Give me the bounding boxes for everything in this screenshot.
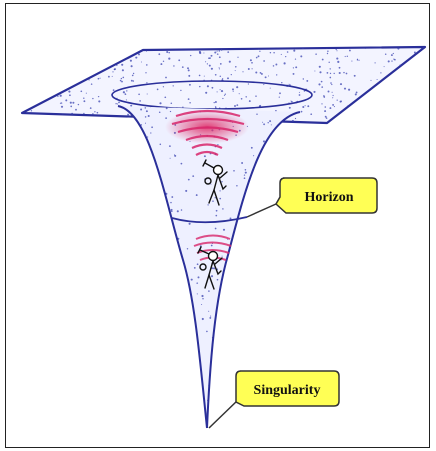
horizon-label: Horizon <box>305 190 354 205</box>
horizon-callout: Horizon <box>247 178 377 217</box>
singularity-label: Singularity <box>254 383 321 398</box>
singularity-callout: Singularity <box>209 371 339 428</box>
